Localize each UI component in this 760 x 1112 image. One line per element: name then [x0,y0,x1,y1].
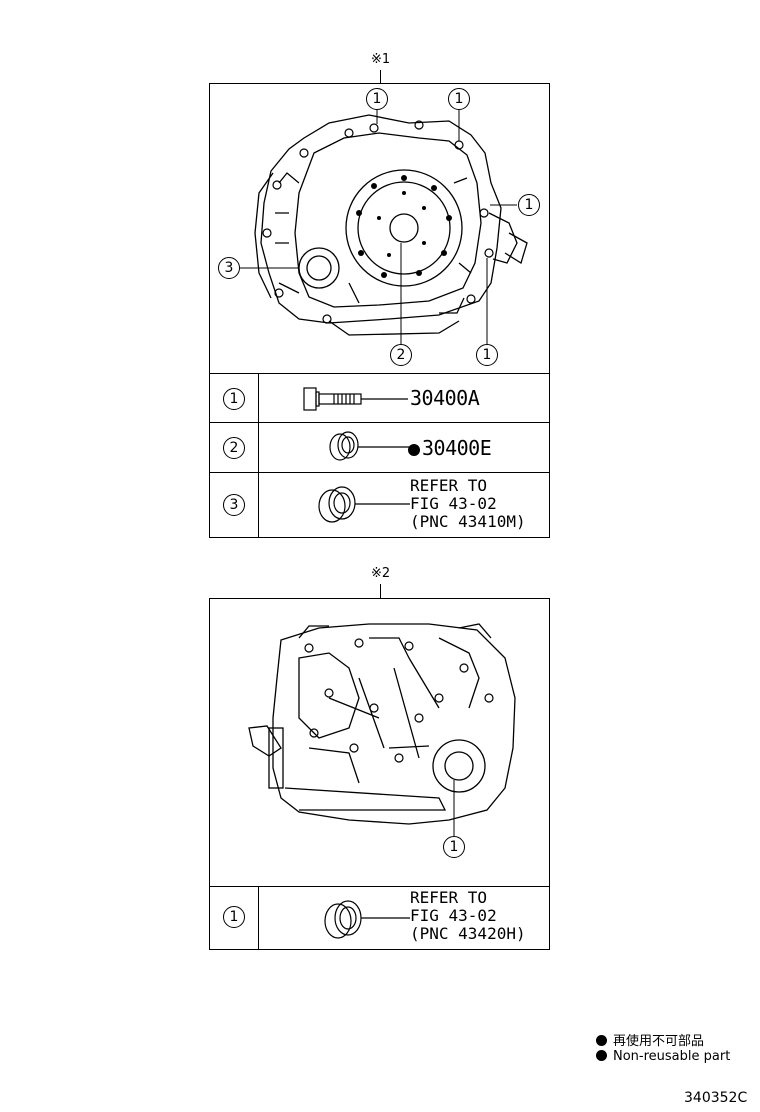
part-number-30400A: 30400A [410,386,480,410]
table-1-column-divider [258,373,259,538]
bearing-icon [324,900,410,939]
ref-line: FIG 43-02 [410,906,497,925]
table-1-row-1-num: 1 [223,388,245,410]
marker-1-leader [380,70,381,83]
diagram-1-marker: ※1 [371,52,391,67]
callout-1-top-right: 1 [448,88,470,110]
ref-line: REFER TO [410,476,488,495]
callout-1-top-left: 1 [366,88,388,110]
table-1-top-border [209,373,550,374]
diagram-2-frame [209,598,550,950]
table-1-row-divider [209,472,550,473]
ref-line: REFER TO [410,888,488,907]
figure-code: 340352C [684,1090,748,1106]
table-1-row-3-num: 3 [223,494,245,516]
legend-text-ja: 再使用不可部品 [613,1034,705,1049]
callout-3-left: 3 [218,257,240,279]
legend-non-reusable-en: Non-reusable part [596,1049,730,1064]
callout-1-bottom-right: 1 [476,344,498,366]
callout-1-side-view: 1 [443,836,465,858]
reference-note-43420H: REFER TO FIG 43-02 (PNC 43420H) [410,889,526,943]
part-number-30400E-text: 30400E [422,436,492,460]
transmission-illustration-side [248,623,516,836]
ref-line: (PNC 43410M) [410,512,526,531]
table-2-top-border [209,886,550,887]
callout-2-bottom: 2 [390,344,412,366]
transmission-illustration-front [240,110,528,344]
callout-1-right: 1 [518,194,540,216]
non-reusable-dot-icon [596,1050,607,1061]
reference-note-43410M: REFER TO FIG 43-02 (PNC 43410M) [410,477,526,531]
diagram-2-marker: ※2 [371,566,391,581]
legend-non-reusable-ja: 再使用不可部品 [596,1030,704,1049]
table-2-column-divider [258,886,259,950]
marker-2-leader [380,584,381,598]
legend-text-en: Non-reusable part [613,1049,731,1064]
table-1-row-2-num: 2 [223,437,245,459]
bolt-icon [303,387,408,411]
part-number-30400E: 30400E [408,436,492,460]
oil-seal-icon [329,431,410,461]
table-2-row-1-num: 1 [223,906,245,928]
table-1-row-divider [209,422,550,423]
diagram-1-frame [209,83,550,538]
bearing-icon [318,486,410,523]
non-reusable-dot-icon [596,1035,607,1046]
ref-line: (PNC 43420H) [410,924,526,943]
ref-line: FIG 43-02 [410,494,497,513]
non-reusable-dot-icon [408,444,420,456]
